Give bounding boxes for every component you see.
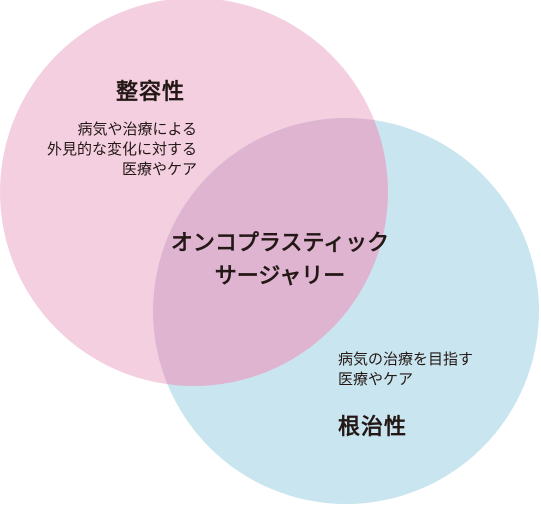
left-description-line: 外見的な変化に対する (46, 140, 197, 158)
right-description-line: 病気の治療を目指す (338, 350, 474, 368)
overlap-region (153, 118, 388, 386)
overlap-label: オンコプラスティック サージャリー (145, 227, 415, 293)
right-description-line: 医療やケア (338, 370, 414, 388)
overlap-label-line: オンコプラスティック (170, 231, 390, 256)
right-circle-description: 病気の治療を目指す 医療やケア (338, 349, 473, 389)
left-circle-title: 整容性 (116, 80, 186, 105)
overlap-label-line: サージャリー (214, 264, 346, 289)
left-circle-description: 病気や治療による 外見的な変化に対する 医療やケア (47, 119, 197, 179)
left-description-line: 医療やケア (121, 160, 197, 178)
left-description-line: 病気や治療による (77, 120, 197, 138)
right-circle-title: 根治性 (338, 415, 408, 440)
